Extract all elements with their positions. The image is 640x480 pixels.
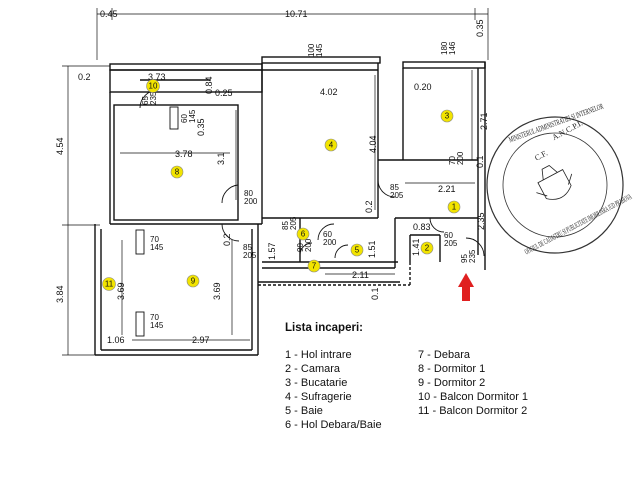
- coat-of-arms-icon: [536, 164, 573, 200]
- label-60-145: 60145: [180, 109, 197, 123]
- room-number-6: 6: [301, 230, 306, 239]
- room-marker-5: [350, 243, 364, 257]
- room-marker-11: [102, 277, 116, 291]
- room-number-2: 2: [425, 244, 430, 253]
- room-number-5: 5: [355, 246, 360, 255]
- dim-31: 3.1: [216, 152, 226, 165]
- room-marker-4: [324, 138, 338, 152]
- dim-02-a: 0.2: [364, 200, 374, 213]
- dim-left-384: 3.84: [55, 285, 65, 303]
- room-number-10: 10: [149, 82, 158, 91]
- dim-02-b: 0.2: [222, 233, 232, 246]
- room-marker-3: [440, 109, 454, 123]
- dim-157: 1.57: [267, 242, 277, 260]
- legend-item: 3 - Bucatarie: [285, 377, 348, 389]
- dim-top-035: 0.35: [475, 19, 485, 37]
- label-95-235: 95235: [460, 249, 477, 263]
- room-number-11: 11: [105, 280, 114, 289]
- legend-item: 1 - Hol intrare: [285, 349, 352, 361]
- room-marker-7: [307, 259, 321, 273]
- legend-title: Lista incaperi:: [285, 322, 363, 334]
- room-number-7: 7: [312, 262, 317, 271]
- top-dimension-line: [96, 8, 489, 60]
- room-marker-2: [420, 241, 434, 255]
- room-number-9: 9: [191, 277, 196, 286]
- legend-item: 2 - Camara: [285, 363, 341, 375]
- dim-221: 2.21: [438, 184, 456, 194]
- dim-left-02: 0.2: [78, 72, 91, 82]
- stamp-text-3: C.F.: [533, 149, 549, 163]
- dim-378: 3.78: [175, 149, 193, 159]
- dim-369-b: 3.69: [212, 282, 222, 300]
- dim-020: 0.20: [414, 82, 432, 92]
- dim-211: 2.11: [352, 270, 369, 280]
- dim-297: 2.97: [192, 335, 210, 345]
- dim-402: 4.02: [320, 87, 338, 97]
- dim-373: 3.73: [148, 72, 166, 82]
- room-marker-1: [447, 200, 461, 214]
- room-marker-9: [186, 274, 200, 288]
- dim-235: 2.35: [476, 212, 486, 230]
- legend-item: 5 - Baie: [285, 405, 323, 417]
- label-100-145: 100145: [307, 43, 324, 57]
- walls: [94, 56, 486, 356]
- label-65-235: 65235: [141, 91, 158, 105]
- room-number-3: 3: [445, 112, 450, 121]
- legend-item: 11 - Balcon Dormitor 2: [418, 405, 528, 417]
- legend-item: 4 - Sufragerie: [285, 391, 352, 403]
- legend-column-2: 7 - Debara 8 - Dormitor 1 9 - Dormitor 2…: [418, 348, 578, 432]
- label-70-200: 70200: [448, 151, 465, 165]
- dim-083: 0.83: [413, 222, 431, 232]
- label-90-200: 90200: [296, 238, 313, 252]
- dim-271: 2.71: [479, 112, 489, 130]
- legend-item: 8 - Dormitor 1: [418, 363, 486, 375]
- dim-141: 1.41: [411, 238, 421, 256]
- room-legend: Lista incaperi: 1 - Hol intrare 2 - Cama…: [285, 322, 585, 442]
- dim-369-a: 3.69: [116, 282, 126, 300]
- label-85-205-c: 85205: [281, 216, 298, 230]
- room-number-1: 1: [452, 203, 457, 212]
- left-dimension-line: [62, 65, 110, 356]
- dim-top-1071: 10.71: [285, 9, 308, 19]
- dim-left-454: 4.54: [55, 137, 65, 155]
- legend-item: 9 - Dormitor 2: [418, 377, 486, 389]
- dim-106: 1.06: [107, 335, 125, 345]
- room-number-4: 4: [329, 141, 334, 150]
- room-number-8: 8: [175, 168, 180, 177]
- room-marker-8: [170, 165, 184, 179]
- legend-item: 7 - Debara: [418, 349, 470, 361]
- entrance-arrow-icon: [458, 273, 474, 301]
- room-markers: 1 2 3 4 5 6 7 8 9 10 11: [102, 79, 461, 291]
- room-marker-10: [146, 79, 160, 93]
- legend-item: 6 - Hol Debara/Baie: [285, 419, 382, 431]
- label-180-146: 180146: [440, 41, 457, 55]
- dim-025: 0.25: [215, 88, 233, 98]
- dim-top-045: 0.45: [100, 9, 118, 19]
- dim-151: 1.51: [367, 240, 377, 258]
- legend-column-1: 1 - Hol intrare 2 - Camara 3 - Bucatarie…: [285, 348, 418, 432]
- dim-035: 0.35: [196, 118, 206, 136]
- dim-084: 0.84: [204, 76, 214, 94]
- stamp-text-2: OFICIUL DE CADASTRU SI PUBLICITATE IMOBI…: [523, 192, 633, 256]
- legend-item: 10 - Balcon Dormitor 1: [418, 391, 529, 403]
- dim-404: 4.04: [368, 135, 378, 153]
- window-marks: [135, 106, 179, 337]
- dim-01-a: 0.1: [370, 287, 380, 300]
- room-marker-6: [296, 227, 310, 241]
- dim-01-b: 0.1: [475, 155, 485, 168]
- cadastre-stamp: MINISTERUL ADMINISTRATIEI SI INTERNELOR …: [486, 101, 633, 256]
